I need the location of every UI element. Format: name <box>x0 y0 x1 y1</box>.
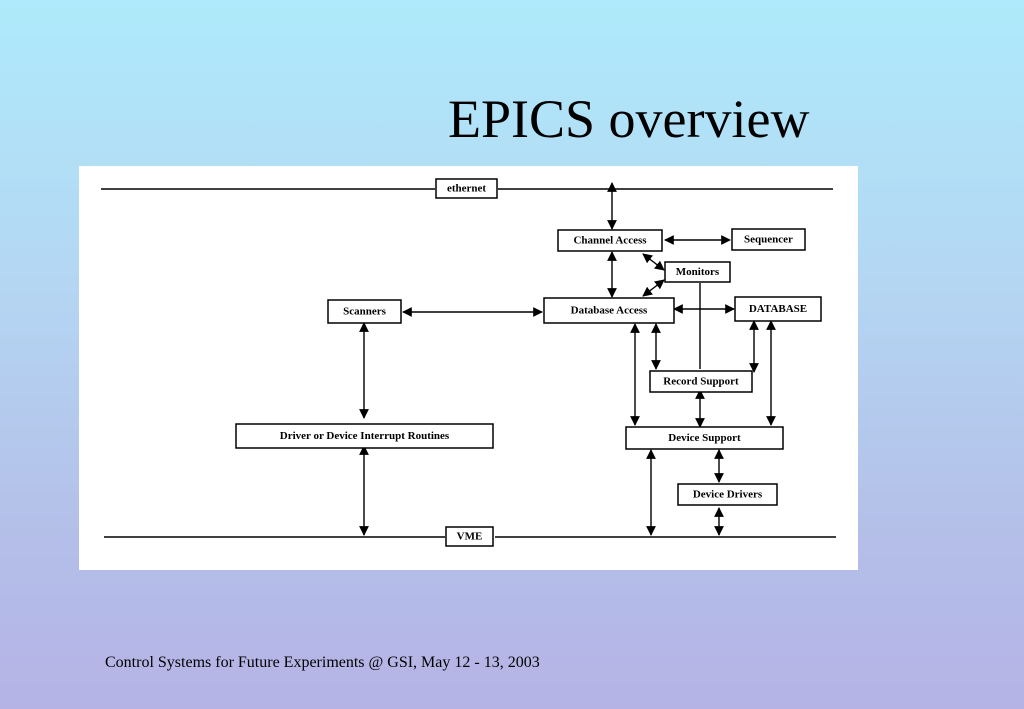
driver-interrupt-routines-box: Driver or Device Interrupt Routines <box>235 423 494 449</box>
slide-title: EPICS overview <box>448 89 810 149</box>
record-support-box: Record Support <box>649 370 753 393</box>
monitors-box: Monitors <box>664 261 731 283</box>
svg-text:Database Access: Database Access <box>571 305 648 317</box>
connection-arrows <box>359 182 776 536</box>
channel-access-box: Channel Access <box>557 229 663 252</box>
epics-architecture-diagram: ethernet Channel Access Sequencer Monito… <box>79 166 858 570</box>
svg-text:DATABASE: DATABASE <box>749 303 807 315</box>
vme-bus-label: VME <box>445 526 494 547</box>
svg-text:VME: VME <box>457 531 483 543</box>
svg-text:Monitors: Monitors <box>676 266 720 278</box>
svg-text:Device Drivers: Device Drivers <box>693 489 763 501</box>
device-drivers-box: Device Drivers <box>677 483 778 506</box>
sequencer-box: Sequencer <box>731 228 806 251</box>
svg-text:Scanners: Scanners <box>343 306 387 318</box>
svg-text:Record Support: Record Support <box>663 376 739 388</box>
database-access-box: Database Access <box>543 297 675 324</box>
svg-text:Sequencer: Sequencer <box>744 234 793 246</box>
svg-text:ethernet: ethernet <box>447 183 486 195</box>
ethernet-bus-label: ethernet <box>435 178 498 199</box>
arrow-channel-access-monitors <box>642 253 665 271</box>
slide-footer: Control Systems for Future Experiments @… <box>105 654 540 671</box>
database-box: DATABASE <box>734 296 822 322</box>
svg-text:Device Support: Device Support <box>668 432 741 444</box>
scanners-box: Scanners <box>327 299 402 324</box>
svg-text:Driver or Device Interrupt Rou: Driver or Device Interrupt Routines <box>280 430 450 442</box>
arrow-monitors-database-access <box>642 279 665 297</box>
device-support-box: Device Support <box>625 426 784 450</box>
svg-text:Channel Access: Channel Access <box>573 235 647 247</box>
